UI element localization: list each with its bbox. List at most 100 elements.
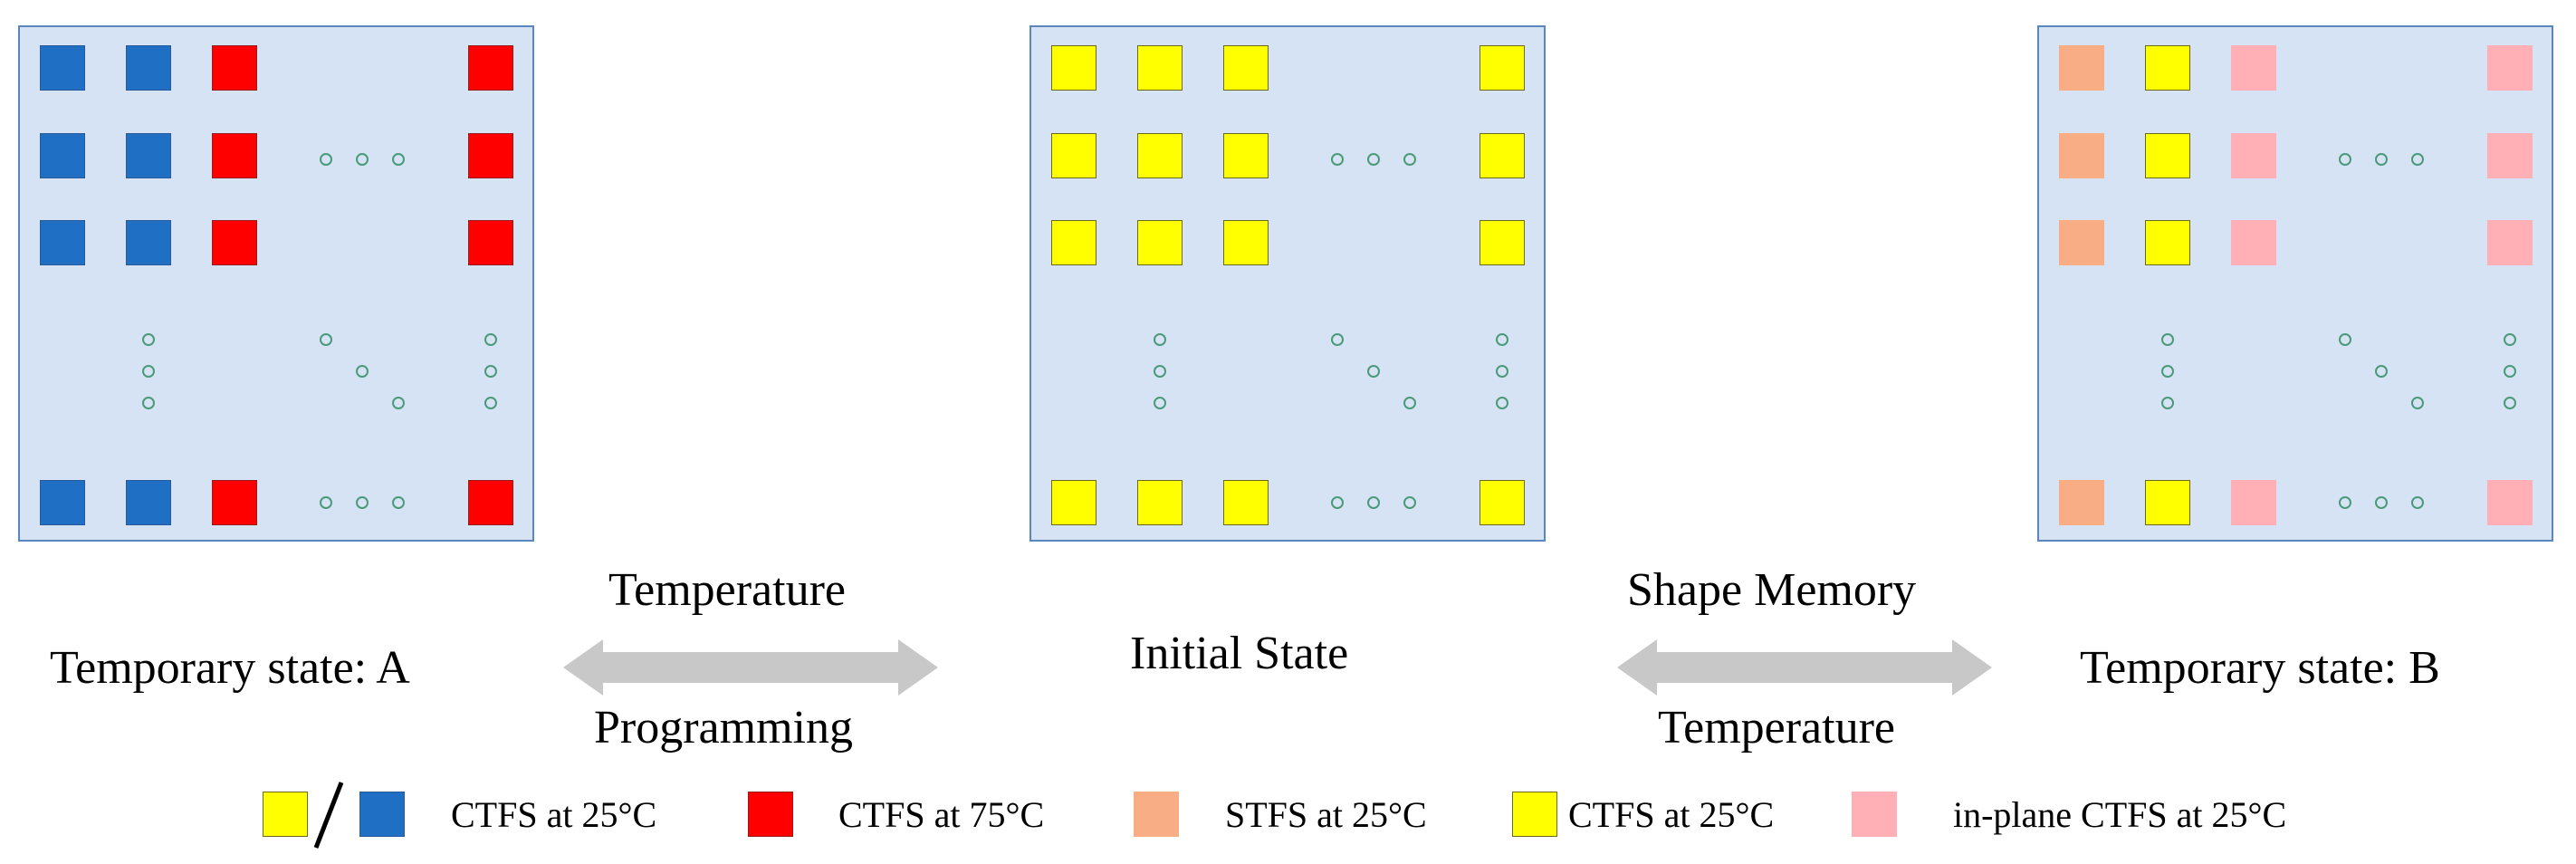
square-yellow (2145, 480, 2190, 525)
ellipsis-dot (1496, 365, 1508, 378)
square-yellow (1051, 133, 1096, 178)
ellipsis-dot (142, 397, 155, 409)
ellipsis-dot (1367, 496, 1380, 509)
double-arrow-right (1617, 639, 1992, 696)
ellipsis-dot (2411, 496, 2424, 509)
square-red (468, 220, 513, 265)
square-yellow (1223, 45, 1269, 91)
ellipsis-dot (392, 153, 405, 166)
square-orange (2059, 480, 2104, 525)
square-red (212, 133, 257, 178)
legend-inplane-ctfs-25-text: in-plane CTFS at 25°C (1953, 794, 2287, 835)
ellipsis-dot (1154, 365, 1166, 378)
ellipsis-dot (1496, 333, 1508, 346)
ellipsis-dot (484, 397, 497, 409)
panel-temporary-state-a (18, 25, 534, 542)
square-yellow (1223, 133, 1269, 178)
square-pink (2487, 45, 2533, 91)
temporary-state-b-label: Temporary state: B (2080, 642, 2440, 694)
legend-stfs-25-text: STFS at 25°C (1225, 794, 1427, 835)
square-orange (2059, 220, 2104, 265)
square-blue (40, 45, 85, 91)
square-orange (2059, 45, 2104, 91)
square-yellow (1223, 220, 1269, 265)
ellipsis-dot (1496, 397, 1508, 409)
ellipsis-dot (2339, 333, 2351, 346)
square-yellow (1051, 220, 1096, 265)
square-yellow (1137, 45, 1183, 91)
square-orange (2059, 133, 2104, 178)
square-red (212, 480, 257, 525)
legend-red-swatch (748, 792, 793, 837)
ellipsis-dot (2339, 153, 2351, 166)
ellipsis-dot (484, 333, 497, 346)
square-yellow (1051, 45, 1096, 91)
square-yellow (1223, 480, 1269, 525)
square-blue (40, 133, 85, 178)
square-pink (2231, 45, 2276, 91)
initial-state-label: Initial State (1130, 628, 1349, 679)
ellipsis-dot (2375, 496, 2388, 509)
ellipsis-dot (1403, 153, 1416, 166)
ellipsis-dot (356, 365, 369, 378)
square-yellow (1137, 133, 1183, 178)
ellipsis-dot (1154, 397, 1166, 409)
ellipsis-dot (392, 496, 405, 509)
ellipsis-dot (2375, 365, 2388, 378)
ellipsis-dot (1331, 496, 1344, 509)
ellipsis-dot (1331, 333, 1344, 346)
legend-yellow-ctfs-swatch (1512, 792, 1557, 837)
ellipsis-dot (1367, 365, 1380, 378)
square-yellow (1480, 45, 1525, 91)
square-blue (126, 133, 171, 178)
square-red (468, 133, 513, 178)
legend-ctfs-25-pair-text: CTFS at 25°C (451, 794, 657, 835)
ellipsis-dot (2504, 333, 2516, 346)
ellipsis-dot (2504, 365, 2516, 378)
square-pink (2231, 480, 2276, 525)
ellipsis-dot (320, 333, 332, 346)
ellipsis-dot (2375, 153, 2388, 166)
legend-ctfs-75-text: CTFS at 75°C (838, 794, 1045, 835)
square-yellow (1137, 480, 1183, 525)
ellipsis-dot (1403, 397, 1416, 409)
square-yellow (2145, 133, 2190, 178)
arrow-right-top-label: Shape Memory (1627, 564, 1917, 616)
square-red (468, 45, 513, 91)
panel-temporary-state-b (2037, 25, 2553, 542)
arrow-left-top-label: Temperature (608, 564, 846, 616)
square-pink (2231, 133, 2276, 178)
square-red (212, 220, 257, 265)
ellipsis-dot (2161, 397, 2174, 409)
ellipsis-dot (392, 397, 405, 409)
ellipsis-dot (356, 496, 369, 509)
square-pink (2487, 220, 2533, 265)
square-yellow (1137, 220, 1183, 265)
square-yellow (1480, 480, 1525, 525)
ellipsis-dot (320, 153, 332, 166)
ellipsis-dot (2504, 397, 2516, 409)
legend-orange-swatch (1134, 792, 1179, 837)
ellipsis-dot (1367, 153, 1380, 166)
ellipsis-dot (320, 496, 332, 509)
square-blue (126, 45, 171, 91)
legend-yellow-swatch (263, 792, 308, 837)
ellipsis-dot (1154, 333, 1166, 346)
ellipsis-dot (356, 153, 369, 166)
arrow-right-bottom-label: Temperature (1658, 702, 1895, 754)
square-yellow (2145, 220, 2190, 265)
square-yellow (1480, 220, 1525, 265)
temporary-state-a-label: Temporary state: A (50, 642, 410, 694)
square-pink (2487, 133, 2533, 178)
legend-blue-swatch (359, 792, 405, 837)
ellipsis-dot (484, 365, 497, 378)
square-yellow (2145, 45, 2190, 91)
legend-slash (313, 782, 344, 849)
square-pink (2487, 480, 2533, 525)
square-blue (126, 480, 171, 525)
square-yellow (1051, 480, 1096, 525)
square-blue (40, 220, 85, 265)
ellipsis-dot (1331, 153, 1344, 166)
square-red (468, 480, 513, 525)
arrow-left-bottom-label: Programming (594, 702, 853, 754)
